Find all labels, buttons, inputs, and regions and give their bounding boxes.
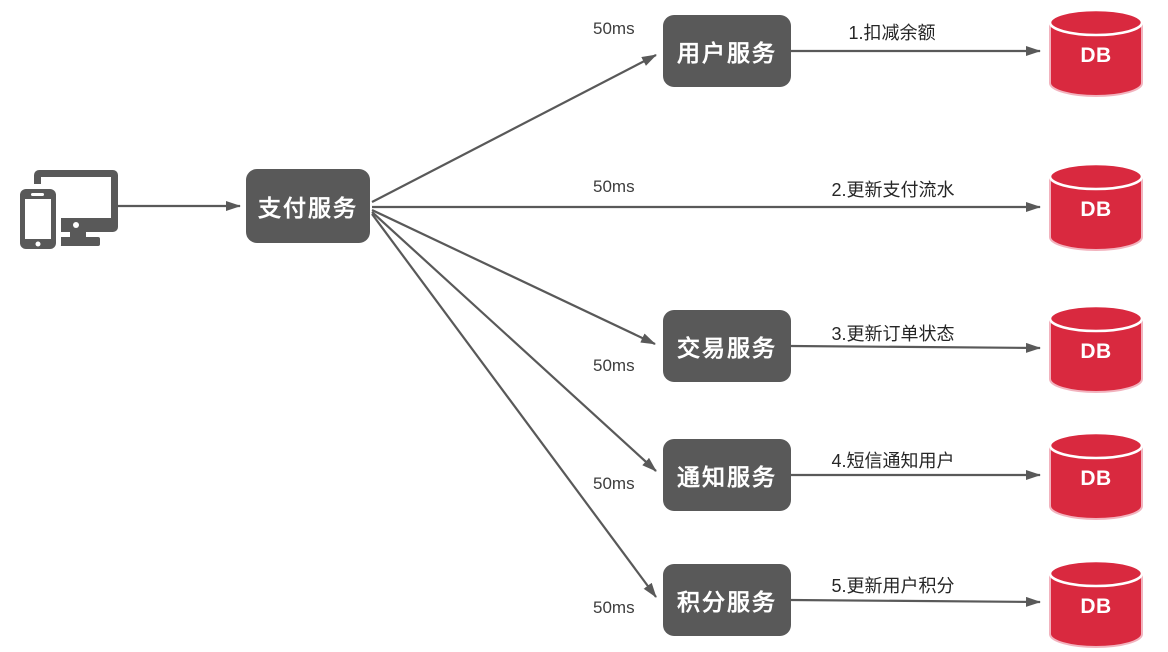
arrow-trade-to-db3 (790, 342, 1041, 353)
node-payment-service: 支付服务 (246, 169, 370, 243)
action-label: 3.更新订单状态 (831, 324, 955, 344)
db-label: DB (1080, 198, 1112, 221)
client-devices-icon (15, 170, 118, 254)
arrow-payment-to-user (371, 54, 657, 203)
action-label: 2.更新支付流水 (831, 180, 955, 200)
action-label: 4.短信通知用户 (831, 451, 955, 471)
action-label: 1.扣减余额 (848, 23, 936, 43)
node-notify-service: 通知服务 (663, 439, 791, 511)
db-label: DB (1080, 467, 1112, 490)
latency-label: 50ms (593, 598, 635, 617)
arrow-payment-to-trade (371, 209, 656, 345)
node-label: 支付服务 (258, 195, 358, 221)
arrow-points-to-db5 (790, 596, 1041, 607)
latency-label: 50ms (593, 177, 635, 196)
db-label: DB (1080, 595, 1112, 618)
latency-label: 50ms (593, 356, 635, 375)
arrow-payment-to-points (371, 213, 657, 598)
node-label: 积分服务 (677, 589, 777, 615)
action-label: 5.更新用户积分 (831, 576, 955, 596)
node-label: 交易服务 (677, 335, 777, 361)
latency-label: 50ms (593, 474, 635, 493)
db-label: DB (1080, 340, 1112, 363)
db-label: DB (1080, 44, 1112, 67)
node-label: 通知服务 (677, 464, 777, 490)
node-label: 用户服务 (677, 40, 777, 66)
node-trade-service: 交易服务 (663, 310, 791, 382)
node-user-service: 用户服务 (663, 15, 791, 87)
latency-label: 50ms (593, 19, 635, 38)
node-points-service: 积分服务 (663, 564, 791, 636)
arrow-payment-to-notify (371, 211, 657, 472)
